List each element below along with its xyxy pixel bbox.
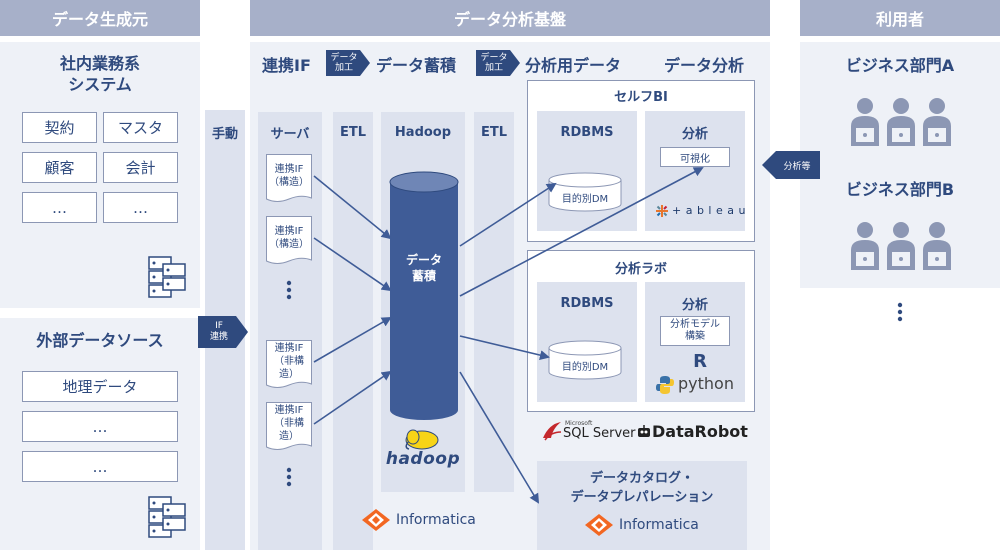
flow-step-storage: データ蓄積 xyxy=(376,56,457,75)
hadoop-lane-label: Hadoop xyxy=(394,124,452,140)
sqlserver-small-text: Microsoft xyxy=(565,420,593,427)
source-item-accounting: 会計 xyxy=(103,152,178,183)
source-item-master: マスタ xyxy=(103,112,178,143)
analysis-lab-title: 分析ラボ xyxy=(614,261,667,277)
server-lane-label: サーバ xyxy=(270,126,310,142)
flow-step-if: 連携IF xyxy=(262,56,311,75)
lab-rdbms-label: RDBMS xyxy=(560,295,614,311)
etl-lane-1-label: ETL xyxy=(339,124,367,140)
tableau-icon xyxy=(656,205,668,217)
model-building-box: 分析モデル 構築 xyxy=(660,316,730,346)
source-item-contract: 契約 xyxy=(22,112,97,143)
doc-wave xyxy=(266,381,312,388)
python-logo-text: python xyxy=(678,374,734,393)
visualization-box: 可視化 xyxy=(660,147,730,167)
flow-step-analysis: データ分析 xyxy=(664,56,745,75)
informatica-logo-text: Informatica xyxy=(396,512,476,528)
sqlserver-icon xyxy=(543,422,562,441)
informatica-icon xyxy=(585,514,613,536)
r-logo: R xyxy=(693,350,707,372)
external-item-more-1: … xyxy=(22,411,178,442)
self-bi-rdbms-label: RDBMS xyxy=(560,124,614,140)
python-icon xyxy=(656,376,674,394)
hadoop-elephant-icon xyxy=(405,429,439,450)
ellipsis-vertical xyxy=(897,302,903,322)
data-storage-cylinder xyxy=(389,171,459,420)
ellipsis-vertical xyxy=(286,280,292,300)
internal-systems-title: 社内業務系 システム xyxy=(59,54,140,94)
hadoop-logo-text: hadoop xyxy=(385,449,461,469)
process-arrow xyxy=(326,50,370,76)
manual-label: 手動 xyxy=(211,126,238,142)
business-dept-b: ビジネス部門B xyxy=(845,180,955,199)
external-item-more-2: … xyxy=(22,451,178,482)
process-arrow xyxy=(476,50,520,76)
external-item-geo: 地理データ xyxy=(22,371,178,402)
etl-lane-2-label: ETL xyxy=(480,124,508,140)
source-item-customer: 顧客 xyxy=(22,152,97,183)
if-doc-structured-1: 連携IF （構造） xyxy=(266,154,312,196)
process-tag-2: データ 加工 xyxy=(480,53,508,73)
source-item-more-2: … xyxy=(103,192,178,223)
informatica-logo-text: Informatica xyxy=(619,517,699,533)
if-transfer-arrow xyxy=(198,316,248,348)
users-header: 利用者 xyxy=(800,0,1000,36)
source-header: データ生成元 xyxy=(0,0,200,36)
source-item-more-1: … xyxy=(22,192,97,223)
cylinder-label: データ 蓄積 xyxy=(405,253,442,283)
doc-wave xyxy=(266,195,312,202)
analysis-request-arrow xyxy=(762,151,820,179)
flow-step-analysis-data: 分析用データ xyxy=(525,56,622,75)
user-group-icon xyxy=(851,222,951,270)
self-bi-analysis-label: 分析 xyxy=(681,126,708,142)
analysis-request-label: 分析等 xyxy=(783,161,811,172)
datarobot-logo-text: DataRobot xyxy=(652,422,748,441)
self-bi-dm-label: 目的別DM xyxy=(561,193,609,205)
tableau-logo-text: + a b l e a u xyxy=(672,204,746,217)
platform-header: データ分析基盤 xyxy=(250,0,770,36)
external-sources-title: 外部データソース xyxy=(36,331,164,350)
self-bi-title: セルフBI xyxy=(614,89,668,105)
if-doc-unstructured-2: 連携IF （非構造） xyxy=(266,402,312,444)
ellipsis-vertical xyxy=(286,467,292,487)
if-doc-unstructured-1: 連携IF （非構造） xyxy=(266,340,312,382)
sqlserver-logo-text: SQL Server xyxy=(563,426,636,441)
lab-analysis-label: 分析 xyxy=(681,297,708,313)
dm-cylinder xyxy=(548,340,622,380)
dm-cylinder xyxy=(548,172,622,212)
data-catalog-title: データカタログ・ データプレパレーション xyxy=(570,471,714,505)
lab-dm-label: 目的別DM xyxy=(561,361,609,373)
informatica-icon xyxy=(362,509,390,531)
business-dept-a: ビジネス部門A xyxy=(845,56,955,75)
doc-wave xyxy=(266,257,312,264)
data-catalog-box xyxy=(537,461,747,550)
server-icon xyxy=(148,496,186,538)
doc-wave xyxy=(266,443,312,450)
server-icon xyxy=(148,256,186,298)
if-doc-structured-2: 連携IF （構造） xyxy=(266,216,312,258)
process-tag-1: データ 加工 xyxy=(330,53,358,73)
datarobot-icon xyxy=(638,425,650,437)
user-group-icon xyxy=(851,98,951,146)
if-transfer-label: IF 連携 xyxy=(209,321,228,342)
